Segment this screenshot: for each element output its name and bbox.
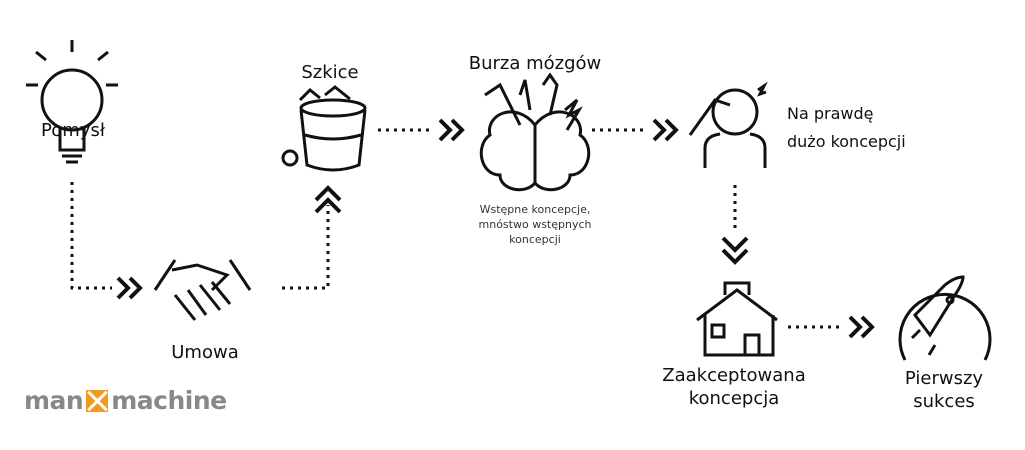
trash-bucket-icon [281, 85, 367, 172]
logo-text-left: man [24, 386, 84, 415]
brainstorm-note: Wstępne koncepcje, mnóstwo wstępnych kon… [479, 202, 592, 247]
step-success-label: Pierwszy sukces [905, 367, 983, 413]
step-accepted-label: Zaakceptowana koncepcja [662, 364, 805, 410]
rocket-icon [898, 275, 992, 361]
stressed-person-icon [688, 81, 768, 168]
logo-x-icon [86, 389, 109, 412]
lightbulb-icon [26, 40, 118, 164]
note-line: koncepcji [509, 233, 561, 246]
label-line: dużo koncepcji [787, 132, 906, 151]
handshake-icon [153, 259, 252, 321]
note-line: Wstępne koncepcje, [479, 203, 591, 216]
label-line: Pierwszy [904, 368, 984, 389]
step-brainstorm-label: Burza mózgów [468, 53, 602, 74]
logo-text-right: machine [111, 386, 227, 415]
brain-tools-icon [479, 72, 591, 192]
label-line: koncepcja [688, 388, 780, 409]
step-agreement-label: Umowa [171, 342, 239, 363]
step-sketches-label: Szkice [301, 62, 359, 83]
man-machine-logo: man machine [24, 386, 227, 415]
note-line: mnóstwo wstępnych [478, 218, 592, 231]
step-many-concepts-label: Na prawdę dużo koncepcji [787, 100, 906, 156]
chevron-arrows [116, 118, 875, 339]
house-icon [696, 281, 778, 357]
label-line: Zaakceptowana [662, 365, 806, 386]
label-line: sukces [913, 391, 975, 412]
label-line: Na prawdę [787, 104, 874, 123]
connector-dotted-lines [70, 128, 842, 329]
step-idea-label: Pomysł [41, 120, 105, 141]
